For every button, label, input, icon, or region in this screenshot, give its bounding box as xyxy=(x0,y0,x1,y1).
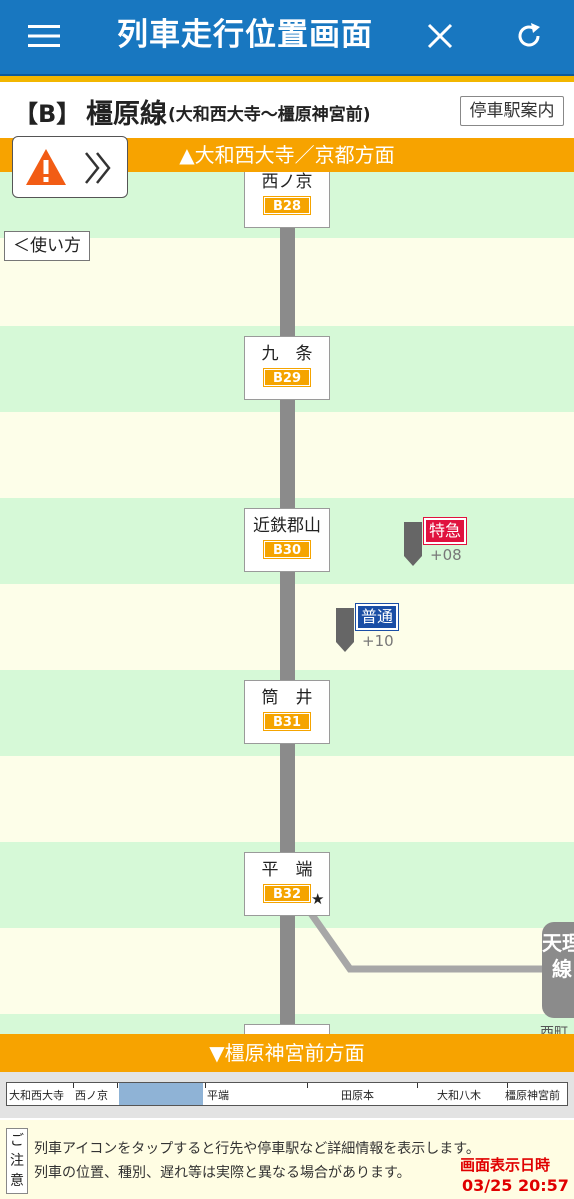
train-type-badge: 特急 xyxy=(422,517,468,545)
notice-panel: ご注意 列車アイコンをタップすると行先や停車駅など詳細情報を表示します。 列車の… xyxy=(0,1120,574,1199)
overview-station: 田原本 xyxy=(341,1089,374,1102)
close-icon xyxy=(427,23,453,49)
reload-button[interactable] xyxy=(503,10,555,62)
warning-icon xyxy=(26,149,66,185)
reload-icon xyxy=(518,23,540,47)
station-name: 近鉄郡山 xyxy=(253,516,321,536)
train-marker-icon xyxy=(404,522,422,566)
train-marker-icon xyxy=(336,608,354,652)
overview-tick xyxy=(307,1083,308,1088)
operation-info-button[interactable] xyxy=(12,136,128,198)
notice-text: 列車の位置、種別、遅れ等は実際と異なる場合があります。 xyxy=(34,1165,411,1181)
station-code: B31 xyxy=(263,712,311,731)
display-time-label: 画面表示日時 xyxy=(460,1156,551,1174)
station-name: 九 条 xyxy=(261,344,313,364)
howto-button[interactable]: ＜使い方 xyxy=(4,231,90,261)
overview-station: 大和八木 xyxy=(437,1089,481,1102)
star-icon: ★ xyxy=(311,890,325,908)
menu-button[interactable] xyxy=(18,10,70,62)
station-code: B28 xyxy=(263,196,311,215)
station-code: B32 xyxy=(263,884,311,903)
line-range: (大和西大寺〜橿原神宮前) xyxy=(168,105,371,125)
overview-tick xyxy=(507,1083,508,1088)
station-code: B30 xyxy=(263,540,311,559)
line-name: 橿原線 xyxy=(86,99,167,130)
hamburger-menu-icon xyxy=(28,25,60,47)
train-type-badge: 普通 xyxy=(354,603,400,631)
station-next-partial xyxy=(244,1024,330,1034)
train-delay: +10 xyxy=(362,632,394,650)
train-delay: +08 xyxy=(430,546,462,564)
display-time: 03/25 20:57 xyxy=(462,1176,569,1195)
station-hirahata[interactable]: 平 端 B32 xyxy=(244,852,330,916)
page-title: 列車走行位置画面 xyxy=(117,17,373,53)
overview-tick xyxy=(417,1083,418,1088)
route-overview[interactable]: 大和西大寺 西ノ京 平端 田原本 大和八木 橿原神宮前 xyxy=(0,1072,574,1118)
station-kintetsu-koriyama[interactable]: 近鉄郡山 B30 xyxy=(244,508,330,572)
overview-tick xyxy=(117,1083,118,1088)
train-limited-express[interactable]: 特急 +08 xyxy=(404,517,474,574)
station-code: B29 xyxy=(263,368,311,387)
overview-station: 橿原神宮前 xyxy=(505,1089,560,1102)
branch-line-tab-tenri[interactable]: 天理線 xyxy=(542,922,574,1018)
direction-down-bar[interactable]: ▼橿原神宮前方面 xyxy=(0,1034,574,1072)
line-code: 【B】 xyxy=(14,100,81,128)
line-title-row: 【B】 橿原線 (大和西大寺〜橿原神宮前) 停車駅案内 xyxy=(0,84,574,136)
station-kujo[interactable]: 九 条 B29 xyxy=(244,336,330,400)
station-name: 西ノ京 xyxy=(261,172,313,192)
close-button[interactable] xyxy=(414,10,466,62)
overview-viewport-highlight[interactable] xyxy=(119,1083,203,1105)
station-name: 平 端 xyxy=(261,860,313,880)
notice-text: 列車アイコンをタップすると行先や停車駅など詳細情報を表示します。 xyxy=(34,1141,480,1157)
app-header: 列車走行位置画面 xyxy=(0,0,574,74)
overview-station: 西ノ京 xyxy=(75,1089,108,1102)
branch-track-tenri xyxy=(307,909,548,973)
header-stripe xyxy=(0,74,574,82)
overview-track[interactable]: 大和西大寺 西ノ京 平端 田原本 大和八木 橿原神宮前 xyxy=(6,1082,568,1106)
station-tsutsui[interactable]: 筒 井 B31 xyxy=(244,680,330,744)
notice-tag: ご注意 xyxy=(6,1128,28,1194)
station-name: 筒 井 xyxy=(261,688,313,708)
overview-tick xyxy=(73,1083,74,1088)
overview-station: 平端 xyxy=(207,1089,229,1102)
station-nishinokyo[interactable]: 西ノ京 B28 xyxy=(244,172,330,228)
overview-tick xyxy=(205,1083,206,1088)
double-chevron-right-icon xyxy=(85,152,111,184)
train-local[interactable]: 普通 +10 xyxy=(336,603,406,660)
overview-station: 大和西大寺 xyxy=(9,1089,64,1102)
stop-guide-button[interactable]: 停車駅案内 xyxy=(460,96,564,126)
track-map[interactable]: 西ノ京 B28 九 条 B29 近鉄郡山 B30 筒 井 B31 平 端 B32… xyxy=(0,172,574,1034)
